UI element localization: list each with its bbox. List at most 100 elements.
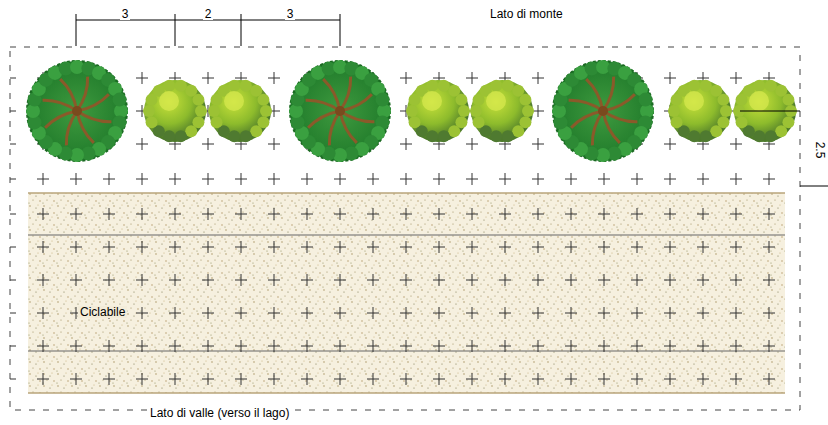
grid-cross <box>499 373 511 385</box>
grid-cross <box>565 340 577 352</box>
grid-cross <box>466 208 478 220</box>
grid-cross <box>169 241 181 253</box>
grid-cross <box>400 72 412 84</box>
grid-cross <box>499 274 511 286</box>
grid-cross <box>367 340 379 352</box>
grid-cross <box>37 241 49 253</box>
grid-cross <box>334 340 346 352</box>
side-label: Lato di monte <box>488 8 565 20</box>
grid-cross <box>400 274 412 286</box>
grid-cross <box>268 274 280 286</box>
tree-branch <box>77 111 94 143</box>
shrub-tuft <box>458 105 470 117</box>
shrub-tuft <box>146 116 158 128</box>
shrub-tuft <box>448 125 460 137</box>
tree-branch <box>77 77 88 111</box>
shrub-tuft <box>765 130 777 142</box>
grid-cross <box>169 307 181 319</box>
shrub-tuft <box>502 130 514 142</box>
grid-cross <box>37 274 49 286</box>
grid-cross <box>730 72 742 84</box>
grid-cross <box>433 307 445 319</box>
grid-cross <box>301 274 313 286</box>
shrub-tuft <box>775 125 787 137</box>
tree-trunk <box>72 106 82 116</box>
grid-cross <box>532 373 544 385</box>
grid-cross <box>532 307 544 319</box>
grid-tick <box>10 78 16 79</box>
shrub-tuft <box>409 116 421 128</box>
grid-cross <box>268 138 280 150</box>
grid-cross <box>763 373 775 385</box>
grid-cross <box>433 340 445 352</box>
tree-branch <box>340 77 351 111</box>
grid-cross <box>730 340 742 352</box>
dimension-label: 3 <box>120 8 131 20</box>
tree-branch <box>592 111 603 145</box>
grid-cross <box>730 373 742 385</box>
grid-cross <box>70 373 82 385</box>
grid-cross <box>433 173 445 185</box>
shrub-crown <box>471 80 533 142</box>
grid-cross <box>499 241 511 253</box>
grid-cross <box>268 340 280 352</box>
grid-cross <box>433 373 445 385</box>
dimension-label: 2.5 <box>814 140 826 161</box>
shrub-highlight <box>422 91 442 111</box>
shrub-highlight <box>159 91 179 111</box>
grid-cross <box>334 241 346 253</box>
shrub-tuft <box>406 105 418 117</box>
grid-cross <box>730 208 742 220</box>
tree-trunk <box>598 106 608 116</box>
grid-cross <box>334 274 346 286</box>
grid-cross <box>565 241 577 253</box>
shrub-crown <box>209 80 271 142</box>
path-label: Ciclabile <box>78 306 127 318</box>
grid-cross <box>400 373 412 385</box>
shrub-tuft <box>700 130 712 142</box>
grid-cross <box>334 373 346 385</box>
shrub-tuft <box>671 116 683 128</box>
grid-cross <box>400 138 412 150</box>
grid-cross <box>499 208 511 220</box>
grid-cross <box>697 173 709 185</box>
shrub-tuft <box>688 130 700 142</box>
grid-cross <box>268 173 280 185</box>
grid-cross <box>268 373 280 385</box>
grid-cross <box>103 241 115 253</box>
grid-cross <box>367 307 379 319</box>
large-tree <box>552 60 654 162</box>
grid-cross <box>466 340 478 352</box>
grid-cross <box>301 173 313 185</box>
grid-cross <box>334 307 346 319</box>
small-shrub <box>668 80 732 143</box>
shrub-tuft <box>211 116 223 128</box>
grid-cross <box>631 274 643 286</box>
shrub-crown <box>407 80 469 142</box>
grid-tick <box>10 111 16 112</box>
grid-cross <box>664 241 676 253</box>
grid-cross <box>466 173 478 185</box>
shrub-tuft <box>668 105 680 117</box>
grid-cross <box>136 274 148 286</box>
grid-cross <box>532 138 544 150</box>
shrub-highlight <box>224 91 244 111</box>
grid-tick <box>10 313 16 314</box>
grid-cross <box>268 72 280 84</box>
shrub-tuft <box>240 80 252 92</box>
tree-crown <box>553 61 653 161</box>
shrub-tuft <box>473 116 485 128</box>
grid-cross <box>235 340 247 352</box>
grid-cross <box>367 373 379 385</box>
tree-branch <box>329 111 340 145</box>
grid-cross <box>565 373 577 385</box>
grid-cross <box>466 138 478 150</box>
tree-branch <box>571 111 603 128</box>
grid-cross <box>70 340 82 352</box>
shrub-highlight <box>486 91 506 111</box>
grid-cross <box>631 241 643 253</box>
grid-cross <box>136 373 148 385</box>
grid-cross <box>103 340 115 352</box>
grid-cross <box>70 274 82 286</box>
dimension-label: 2 <box>203 8 214 20</box>
